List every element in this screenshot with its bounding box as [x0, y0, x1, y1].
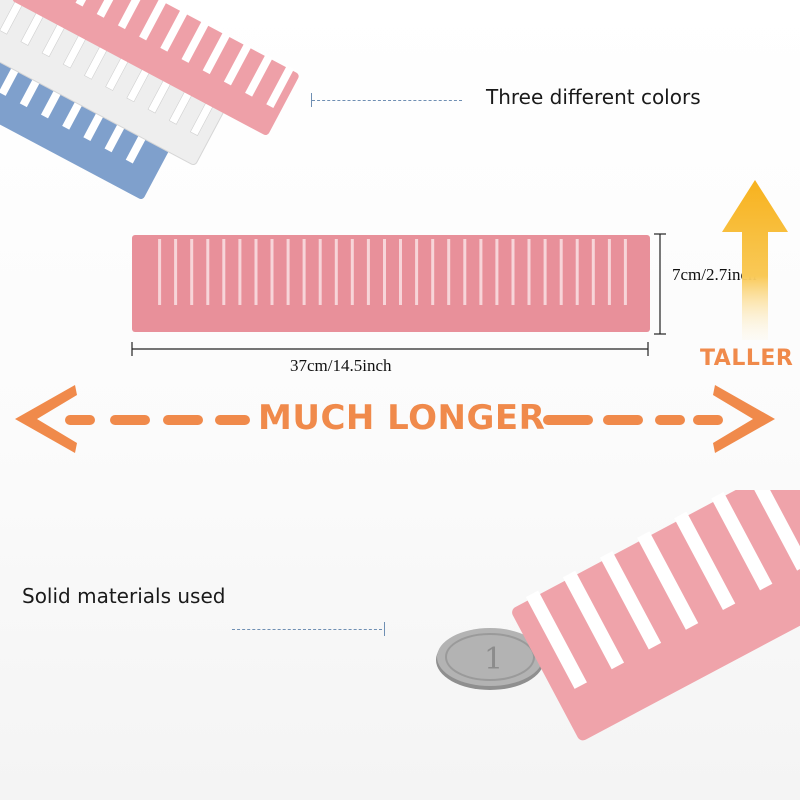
divider-slot	[431, 239, 435, 305]
divider-slot	[559, 239, 563, 305]
callout-line-colors-tick	[311, 93, 312, 107]
divider-slot	[270, 239, 274, 305]
divider-slot	[447, 239, 451, 305]
pink-divider-strip	[132, 235, 650, 332]
divider-slot	[575, 239, 579, 305]
divider-slot	[527, 239, 531, 305]
divider-slot	[543, 239, 547, 305]
coin-image: 1	[436, 628, 544, 690]
divider-slot	[415, 239, 419, 305]
up-arrow-icon	[722, 180, 788, 340]
divider-slot	[607, 239, 611, 305]
divider-slot	[623, 239, 627, 305]
divider-slot	[318, 239, 322, 305]
callout-line-materials-tick	[384, 622, 385, 636]
double-arrow-icon	[15, 385, 775, 453]
divider-slot	[334, 239, 338, 305]
divider-slot	[174, 239, 178, 305]
height-dimension-line	[654, 233, 666, 335]
divider-slot	[286, 239, 290, 305]
divider-slot	[158, 239, 162, 305]
callout-line-materials	[232, 629, 382, 630]
taller-label: TALLER	[700, 346, 794, 371]
divider-slot	[190, 239, 194, 305]
width-label: 37cm/14.5inch	[290, 356, 392, 375]
divider-slot	[511, 239, 515, 305]
callout-line-colors	[312, 100, 462, 101]
divider-slot	[366, 239, 370, 305]
caption-three-colors: Three different colors	[486, 85, 701, 109]
caption-solid-materials: Solid materials used	[22, 584, 226, 608]
divider-slot	[254, 239, 258, 305]
svg-text:1: 1	[484, 642, 503, 677]
divider-slot	[206, 239, 210, 305]
much-longer-label: MUCH LONGER	[258, 398, 546, 438]
divider-slot	[495, 239, 499, 305]
divider-slot	[591, 239, 595, 305]
height-label: 7cm/2.7inch	[672, 265, 757, 284]
width-dimension-line	[131, 342, 649, 356]
divider-slot	[222, 239, 226, 305]
divider-slot	[350, 239, 354, 305]
divider-slot	[399, 239, 402, 305]
divider-slot	[238, 239, 242, 305]
divider-slot	[479, 239, 483, 305]
divider-slot	[463, 239, 467, 305]
divider-slot	[383, 239, 386, 305]
divider-slot	[302, 239, 306, 305]
pink-divider-closeup	[512, 490, 800, 741]
stacked-dividers-image	[0, 0, 299, 199]
